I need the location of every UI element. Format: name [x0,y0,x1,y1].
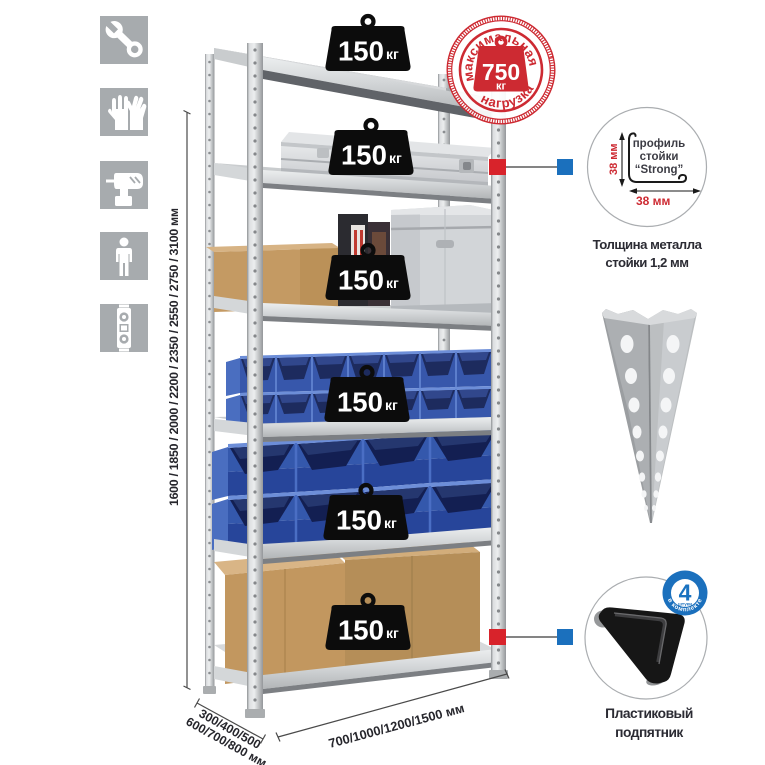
svg-text:профиль: профиль [633,138,686,150]
svg-text:кг: кг [496,81,507,93]
svg-text:стойки 1,2 мм: стойки 1,2 мм [605,255,688,270]
svg-text:стойки: стойки [640,151,679,163]
svg-text:1600 / 1850 / 2000 / 2200 / 23: 1600 / 1850 / 2000 / 2200 / 2350 / 2550 … [167,208,181,506]
svg-text:38 мм: 38 мм [608,143,620,175]
svg-text:“Strong”: “Strong” [635,164,684,176]
svg-text:Пластиковый: Пластиковый [605,706,693,721]
svg-text:4: 4 [679,580,692,606]
svg-text:Толщина металла: Толщина металла [593,237,703,252]
svg-text:750: 750 [482,59,520,85]
svg-text:подпятник: подпятник [615,725,683,740]
svg-text:38 мм: 38 мм [636,194,671,208]
svg-text:штуки: штуки [678,602,692,607]
svg-text:700/1000/1200/1500 мм: 700/1000/1200/1500 мм [327,700,466,751]
